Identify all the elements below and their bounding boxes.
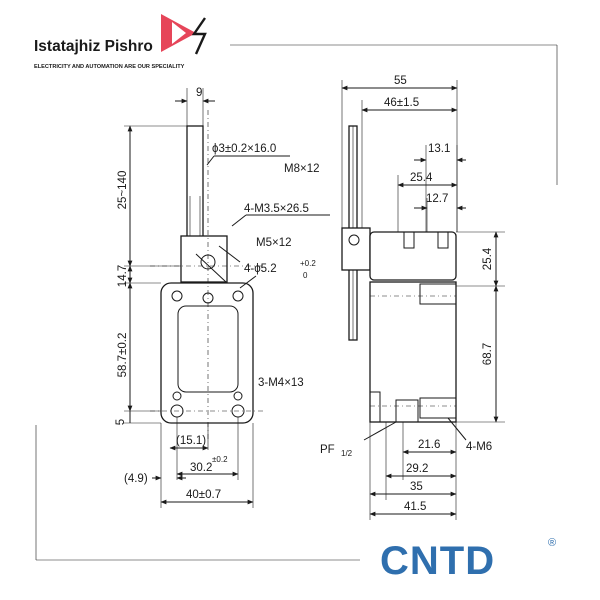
- front-view: 9 ϕ3±0.2×16.0 M8×12 25~140 14.7 58.7±0.2…: [115, 87, 330, 508]
- company-tagline: ELECTRICITY AND AUTOMATION ARE OUR SPECI…: [34, 64, 185, 70]
- dim-25-4-v: 25.4: [482, 247, 494, 270]
- dim-35: 35: [410, 481, 423, 493]
- dim-top-width: 9: [196, 87, 202, 99]
- dim-pf: PF: [320, 444, 335, 456]
- dim-rod: ϕ3±0.2×16.0: [212, 143, 276, 155]
- side-view: 55 46±1.5 13.1 25.4 12.7 25.4 68.7 PF 1/…: [320, 75, 505, 520]
- dim-30-2: 30.2: [190, 462, 212, 474]
- cntd-logo-text: CNTD: [380, 539, 495, 583]
- dim-13-1: 13.1: [428, 143, 450, 155]
- dim-4-9: (4.9): [124, 473, 148, 485]
- dim-rod-range: 25~140: [117, 171, 129, 210]
- dim-m4: 3-M4×13: [258, 377, 304, 389]
- dim-screws: 4-M3.5×26.5: [244, 203, 309, 215]
- dim-5: 5: [115, 419, 127, 425]
- dim-12-7: 12.7: [426, 193, 448, 205]
- dim-25-4-h: 25.4: [410, 172, 433, 184]
- registered-mark: ®: [548, 537, 556, 549]
- brand-emblem: [161, 14, 207, 55]
- dim-pf-frac: 1/2: [341, 449, 353, 458]
- dim-hole: 4-ϕ5.2: [244, 263, 277, 275]
- dim-m5: M5×12: [256, 237, 291, 249]
- dim-m8-label: M8×12: [284, 163, 319, 175]
- company-name: Istatajhiz Pishro: [34, 38, 153, 55]
- dim-4-m6: 4-M6: [466, 441, 492, 453]
- dim-body-height: 58.7±0.2: [117, 333, 129, 378]
- dim-41-5: 41.5: [404, 501, 426, 513]
- cntd-logo: CNTD ®: [380, 537, 556, 583]
- dim-15-1: (15.1): [176, 435, 206, 447]
- dim-40: 40±0.7: [186, 489, 221, 501]
- dim-hole-tol-lower: 0: [303, 271, 308, 280]
- dim-68-7: 68.7: [482, 343, 494, 365]
- dim-21-6: 21.6: [418, 439, 440, 451]
- dim-55: 55: [394, 75, 407, 87]
- dim-29-2: 29.2: [406, 463, 428, 475]
- dim-hole-tol-upper: +0.2: [300, 259, 316, 268]
- frame-lines: [35, 44, 558, 561]
- dim-14-7: 14.7: [117, 265, 129, 287]
- dim-46: 46±1.5: [384, 97, 419, 109]
- dim-30-2-tol: ±0.2: [212, 455, 228, 464]
